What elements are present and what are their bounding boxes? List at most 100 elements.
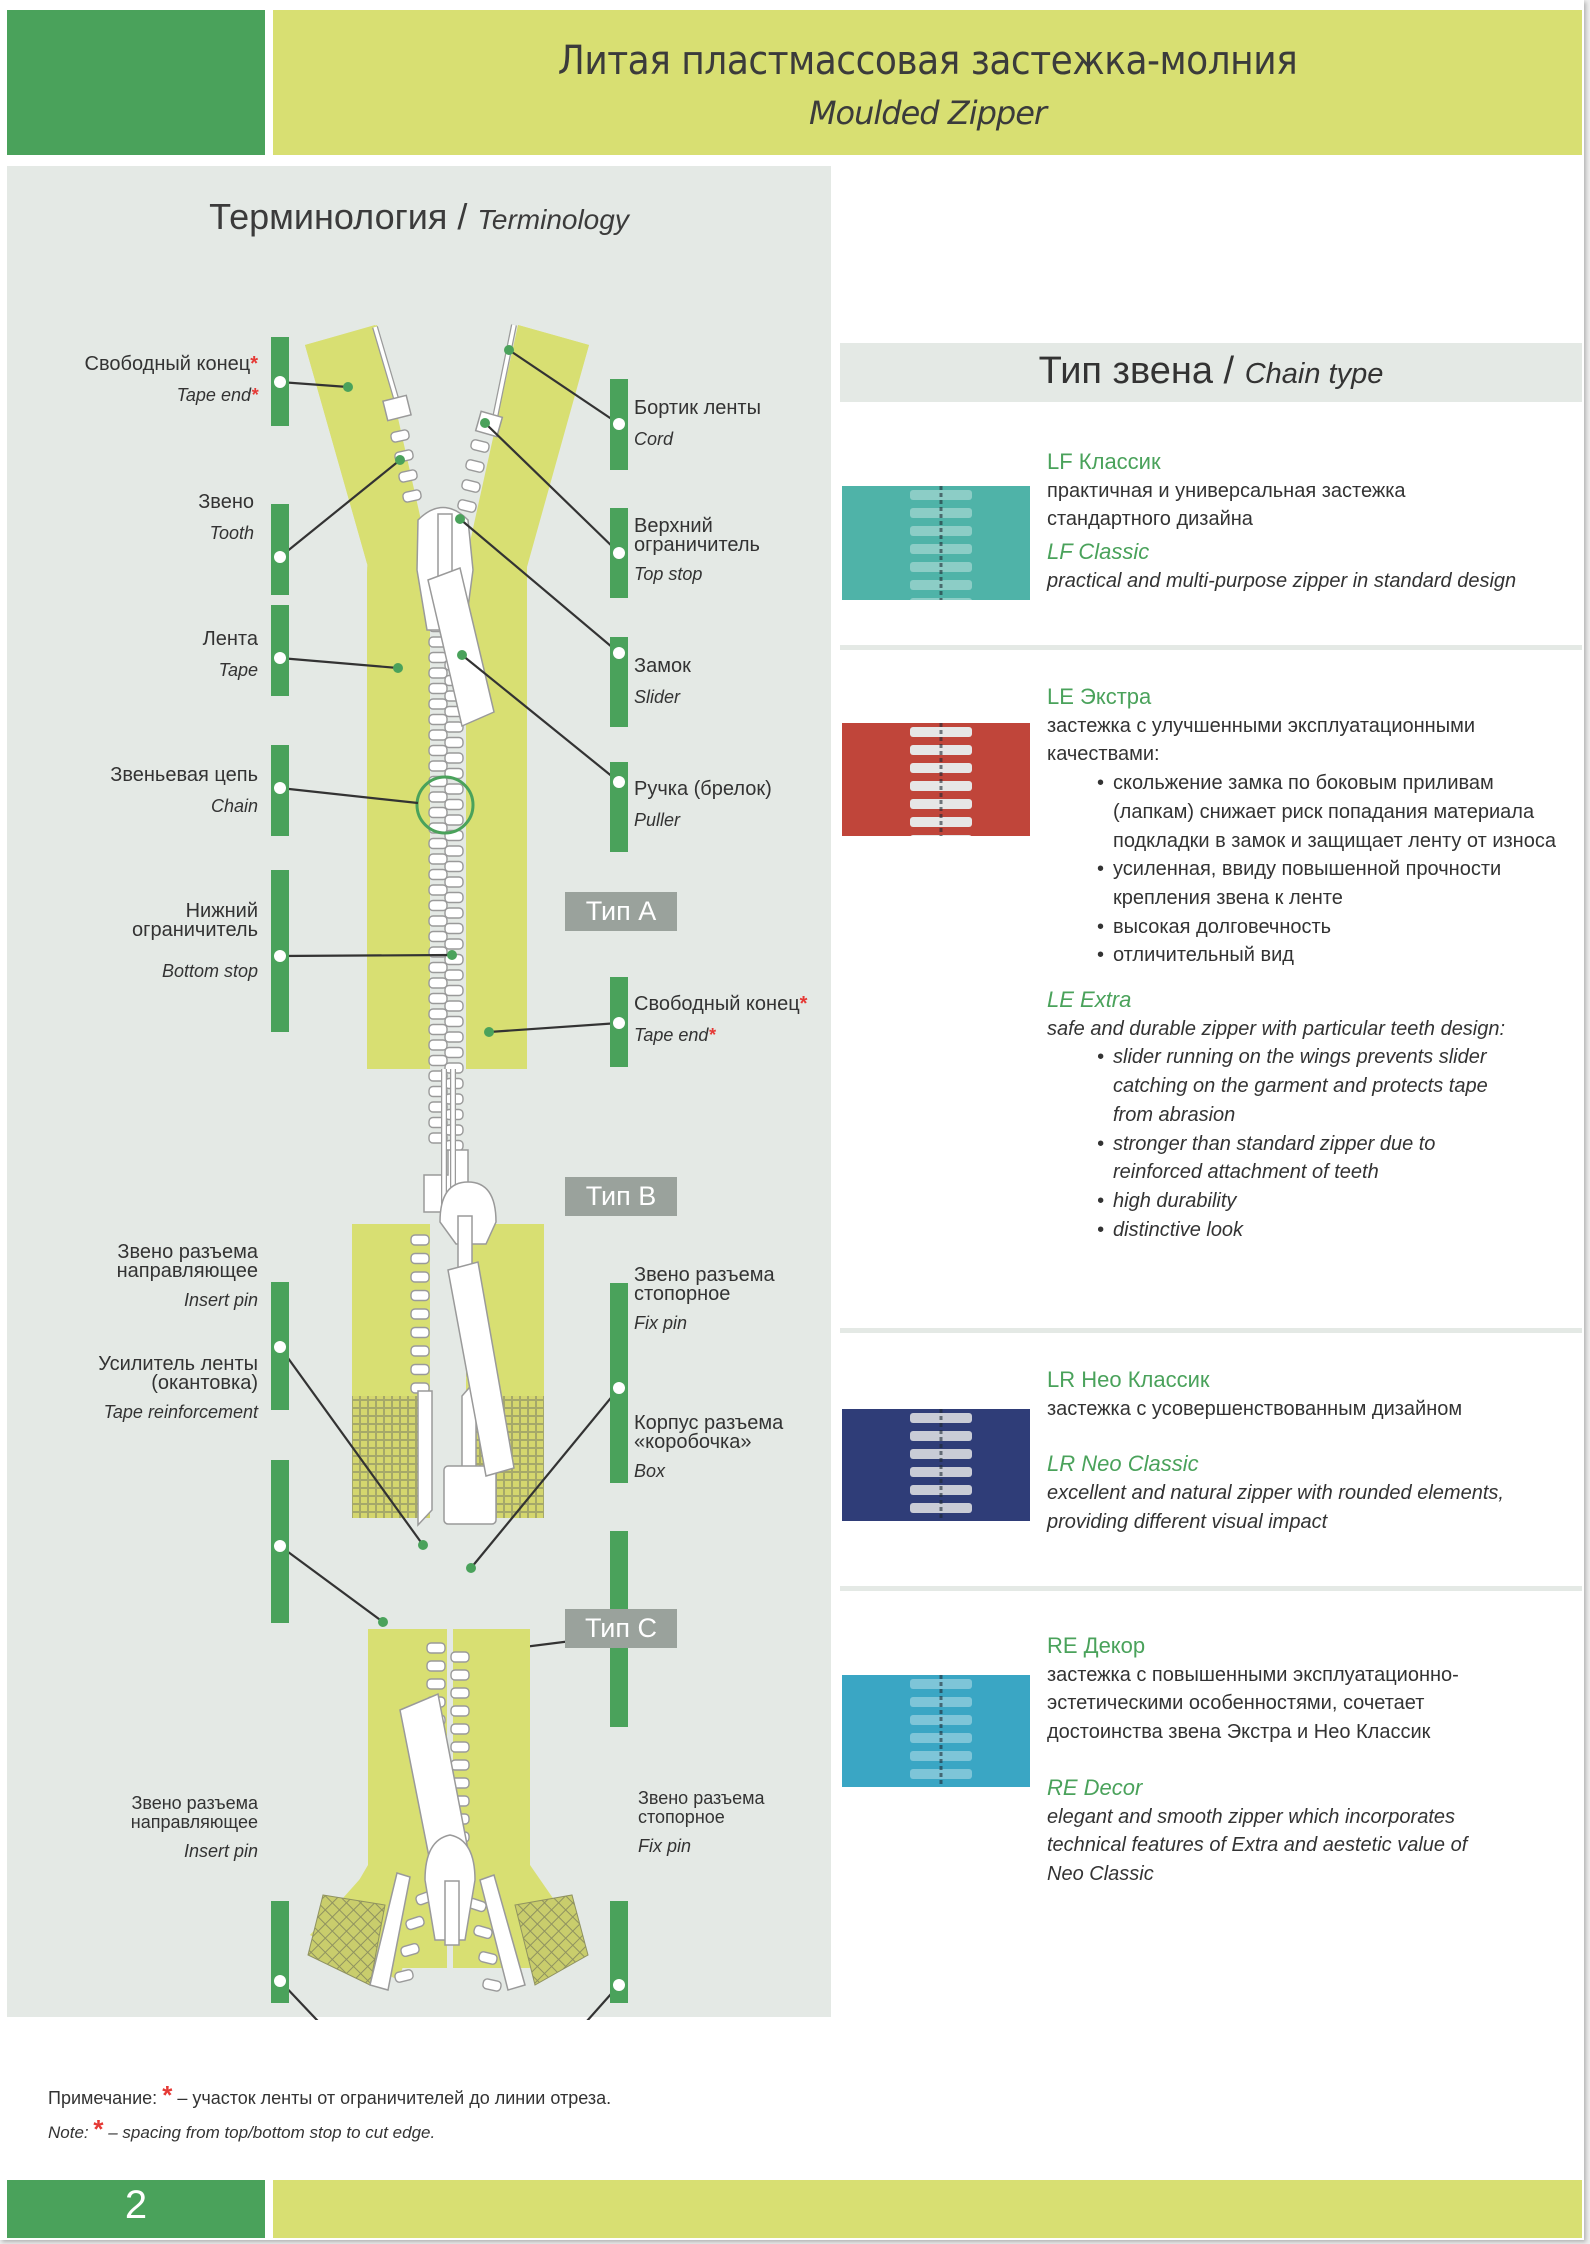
tooth — [444, 1000, 464, 1012]
tooth — [428, 806, 448, 819]
tooth — [428, 791, 448, 803]
tooth — [428, 713, 448, 726]
type-c-zipper — [307, 1629, 589, 1993]
bullet: отличительный вид — [1097, 941, 1577, 970]
chain-type-header — [840, 343, 1582, 402]
tooth — [444, 1046, 464, 1059]
tooth — [428, 868, 448, 881]
terminology-title: Терминология / Terminology — [7, 196, 831, 238]
tooth — [428, 1039, 448, 1051]
tooth — [428, 1054, 448, 1067]
tooth — [410, 1289, 430, 1302]
tooth — [428, 977, 448, 989]
insert-pin-c — [369, 1872, 411, 1991]
note-en: Note: * – spacing from top/bottom stop t… — [48, 2114, 436, 2144]
tooth — [450, 1759, 470, 1771]
tooth — [450, 1651, 470, 1663]
tooth — [428, 729, 448, 741]
chain-tooth — [910, 508, 972, 518]
type-c-callouts — [279, 1980, 620, 2020]
tooth — [444, 860, 464, 873]
tooth — [450, 1741, 470, 1753]
type-a-callouts — [279, 349, 620, 1034]
item-name-en: LF Classic — [1047, 539, 1150, 565]
tooth — [444, 938, 464, 950]
item-name-en: LR Neo Classic — [1047, 1451, 1199, 1477]
terminology-title-en: Terminology — [477, 204, 629, 235]
tooth — [444, 736, 464, 749]
tooth — [428, 667, 448, 679]
label-tape: Лента Tape — [202, 628, 258, 681]
tooth — [428, 930, 448, 943]
fabric — [842, 1675, 1030, 1787]
tooth — [444, 1031, 464, 1043]
item-name-ru: LF Классик — [1047, 449, 1161, 474]
terminology-title-ru: Терминология — [209, 196, 448, 237]
item-name-ru: RE Декор — [1047, 1633, 1146, 1658]
chain-type-title: Тип звена / Chain type — [840, 350, 1582, 393]
tooth — [428, 760, 448, 772]
box — [443, 1465, 497, 1525]
separator — [840, 1586, 1582, 1591]
type-b-badge: Тип B — [565, 1177, 677, 1216]
item-name-ru: LE Экстра — [1047, 684, 1152, 709]
tooth — [410, 1308, 430, 1320]
tooth — [428, 837, 448, 850]
label-slider: Замок Slider — [634, 655, 691, 708]
label-cord: Бортик ленты Cord — [634, 397, 761, 450]
type-a-zipper — [305, 324, 589, 1213]
tooth — [444, 891, 464, 904]
tooth — [444, 798, 464, 811]
item-desc-en: excellent and natural zipper with rounde… — [1047, 1482, 1504, 1533]
bullet: скольжение замка по боковым приливам (ла… — [1097, 769, 1577, 855]
tooth — [428, 961, 448, 974]
label-tape-reinforcement: Усилитель ленты (окантовка) Tape reinfor… — [98, 1353, 258, 1422]
chain-item-le-extra: LE Экстра застежка с улучшенными эксплуа… — [1047, 683, 1577, 1244]
type-c-anchor-dots — [274, 1975, 625, 1991]
type-b-zipper — [352, 1181, 544, 1527]
tooth — [428, 992, 448, 1005]
label-tape-end-top: Свободный конец* Tape end* — [84, 353, 258, 406]
chain-item-re-decor: RE Декор застежка с повышенными эксплуат… — [1047, 1632, 1577, 1889]
tape-reinforcement-left — [352, 1396, 430, 1518]
label-bottom-stop: Нижний ограничитель Bottom stop — [132, 900, 258, 981]
swatch-lf-classic — [842, 486, 1030, 608]
tooth — [428, 1008, 448, 1020]
footer-green-block — [7, 2180, 265, 2238]
label-puller: Ручка (брелок) Puller — [634, 778, 772, 831]
tooth — [410, 1252, 430, 1265]
tooth — [444, 814, 464, 826]
tooth — [444, 907, 464, 919]
tooth — [426, 1642, 446, 1654]
separator — [840, 1328, 1582, 1333]
bullet: slider running on the wings prevents sli… — [1097, 1043, 1507, 1129]
footer-lime-bar — [273, 2180, 1582, 2238]
type-a-badge: Тип A — [565, 892, 677, 931]
fix-pin-c — [479, 1874, 526, 1991]
fabric — [842, 1409, 1030, 1521]
label-top-stop: Верхний ограничитель Top stop — [634, 515, 760, 584]
page-subtitle: Moulded Zipper — [808, 94, 1047, 132]
insert-pin — [417, 1390, 433, 1527]
tooth — [450, 1687, 470, 1699]
tooth — [444, 876, 464, 888]
tooth — [410, 1271, 430, 1283]
bullet: high durability — [1097, 1187, 1507, 1216]
chain-type-title-ru: Тип звена — [1038, 350, 1213, 392]
reinforcement-c-right — [514, 1894, 589, 1986]
swatch-lr-neo-classic — [842, 1409, 1030, 1521]
label-chain: Звеньевая цепь Chain — [110, 764, 258, 817]
zipper-diagram — [271, 324, 628, 2020]
tooth — [444, 969, 464, 981]
slider-b — [439, 1181, 497, 1245]
item-name-ru: LR Нео Классик — [1047, 1367, 1210, 1392]
label-fix-pin-c: Звено разъема стопорное Fix pin — [638, 1788, 765, 1856]
item-desc-en: elegant and smooth zipper which incorpor… — [1047, 1805, 1468, 1885]
chain-item-lr-neo-classic: LR Нео Классик застежка с усовершенствов… — [1047, 1366, 1577, 1537]
tooth — [410, 1234, 430, 1246]
tooth — [428, 915, 448, 927]
tooth — [444, 1015, 464, 1028]
header-lime-bar — [273, 10, 1582, 155]
bullets-ru: скольжение замка по боковым приливам (ла… — [1047, 769, 1577, 970]
page-number: 2 — [124, 2183, 148, 2227]
